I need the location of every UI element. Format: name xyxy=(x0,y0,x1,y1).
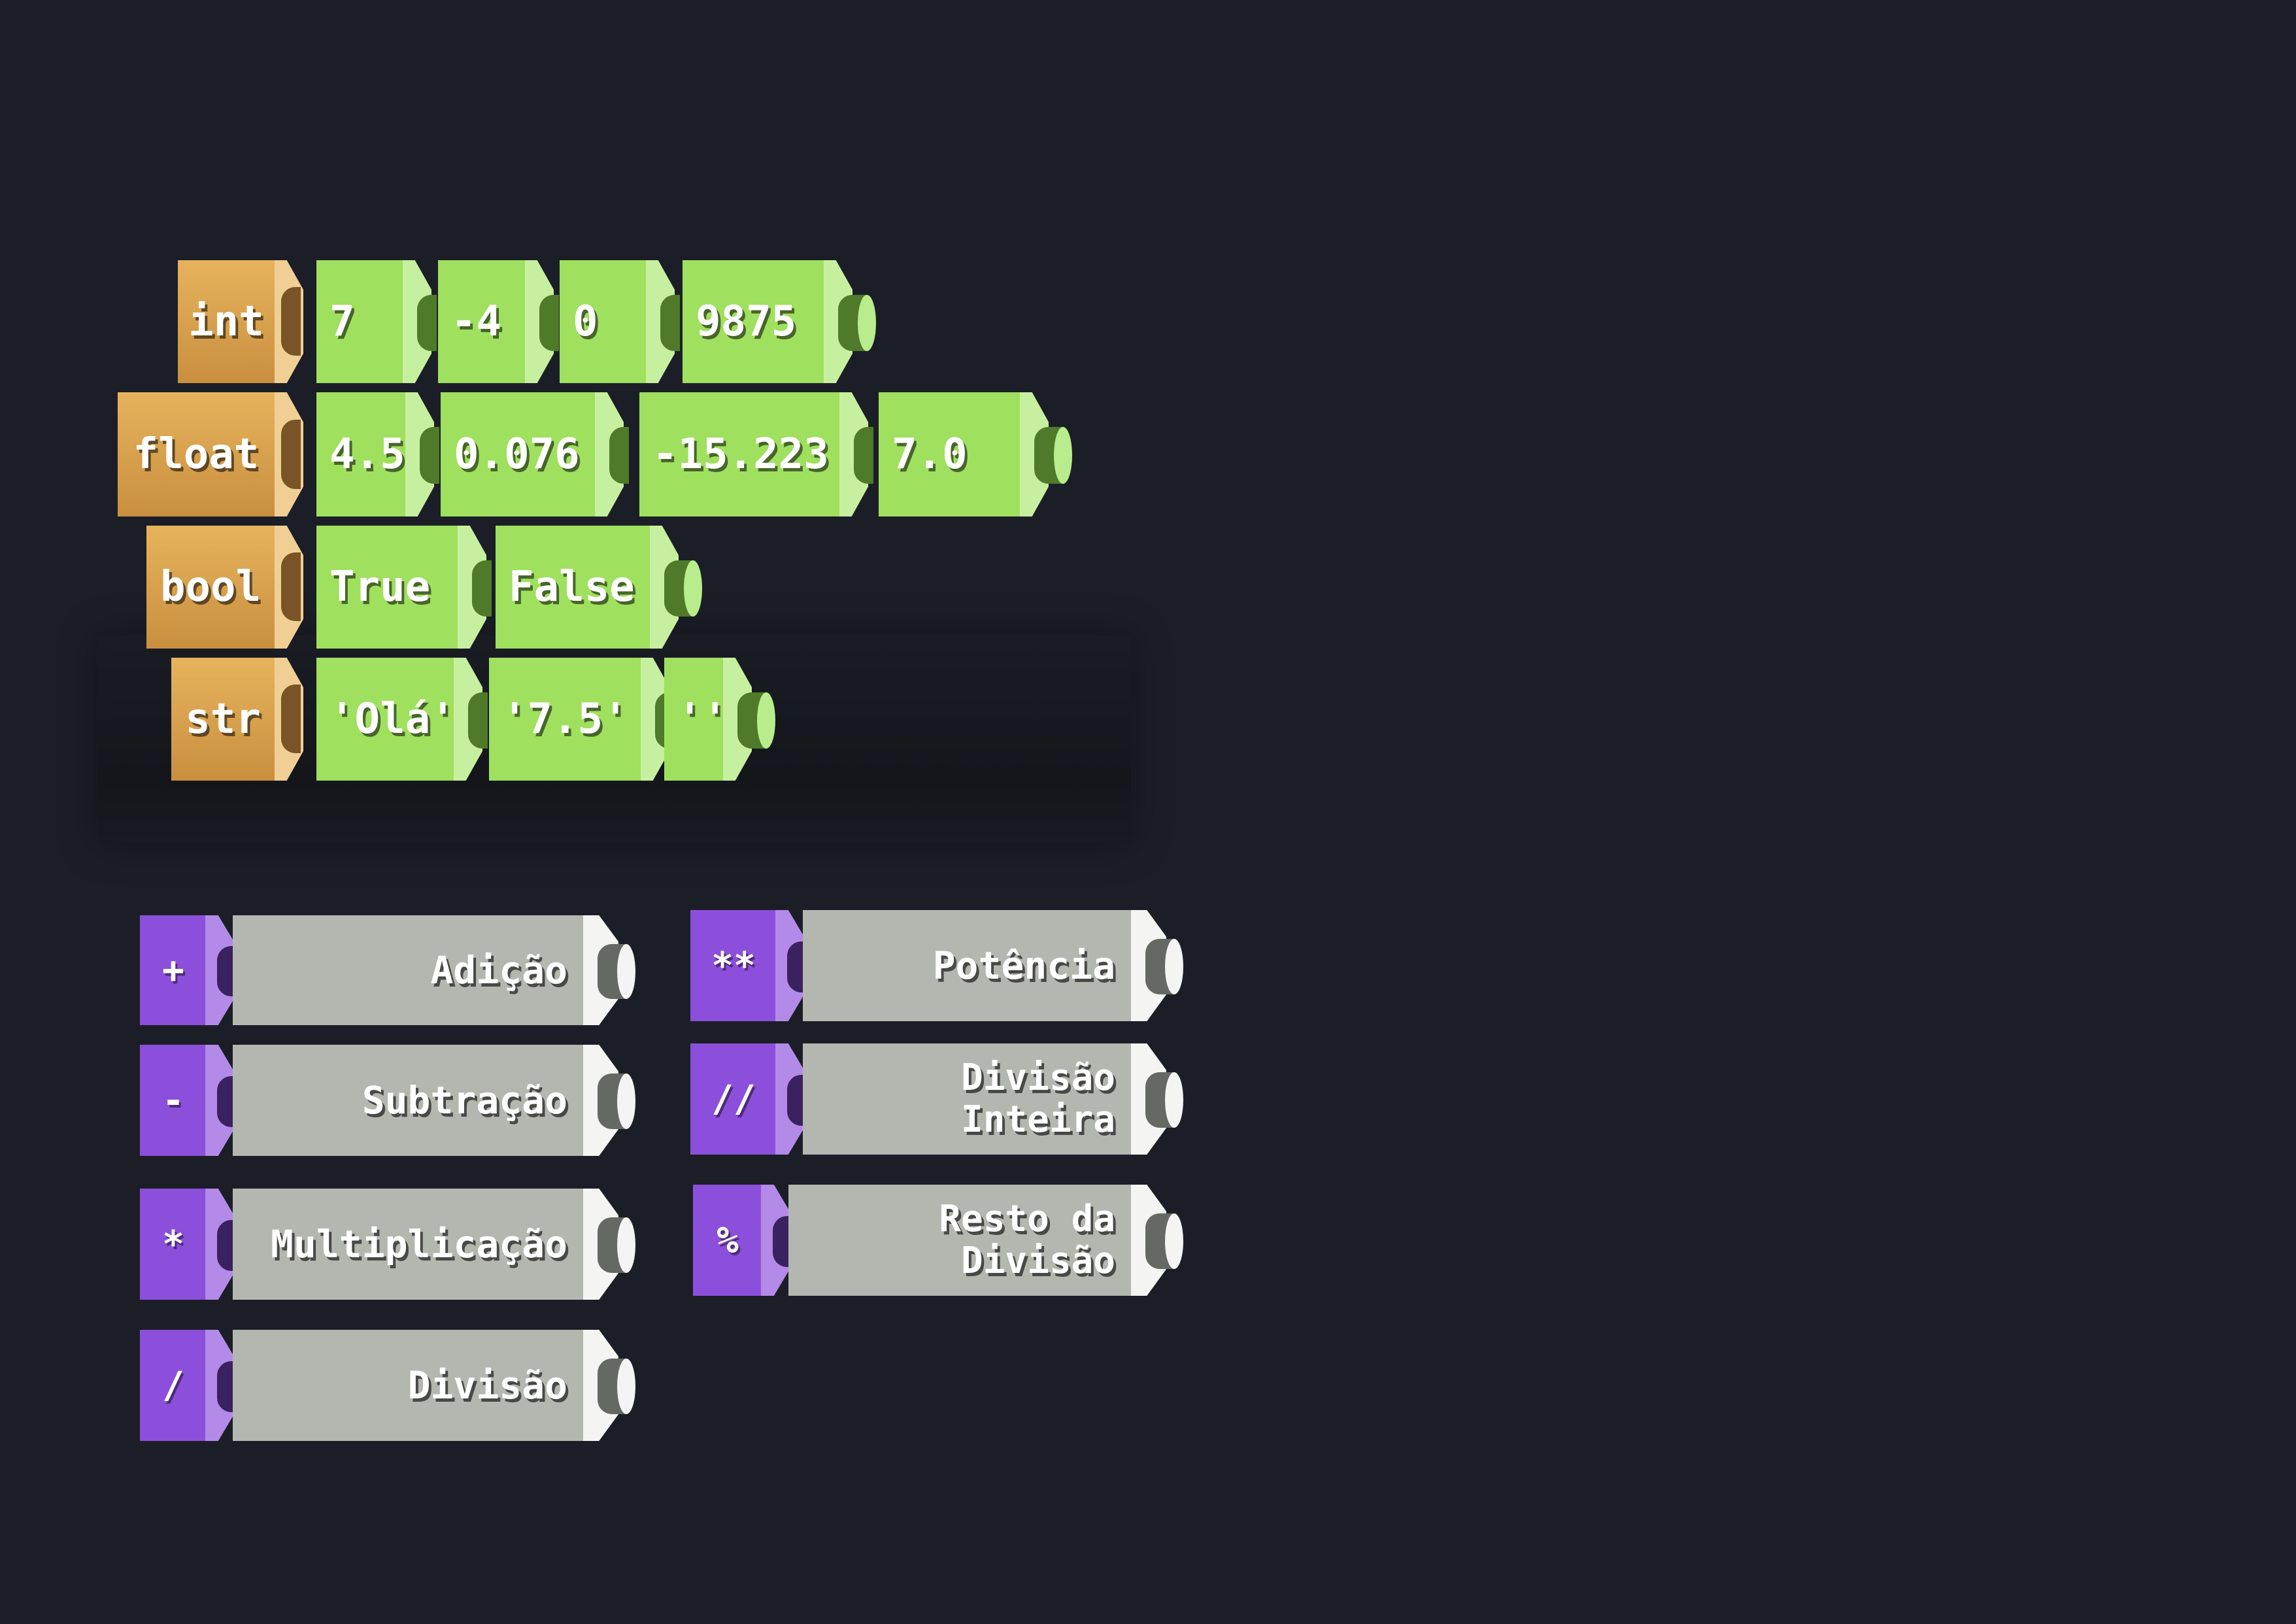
value-block-float-7dot0-connector-peg xyxy=(1054,427,1072,484)
operator-symbol-divisao-inteira: // xyxy=(690,1043,777,1155)
value-block-int-7-label: 7 xyxy=(316,260,403,383)
operator-symbol-socket xyxy=(217,946,235,996)
operator-name-divisao: Divisão xyxy=(233,1330,584,1441)
operator-connector-peg xyxy=(617,1217,635,1273)
operator-block-subtracao[interactable]: -Subtração xyxy=(140,1045,643,1156)
value-block-float-neg15dot223-label: -15.223 xyxy=(639,392,839,516)
value-block-bool-false-connector-peg xyxy=(684,560,702,617)
type-block-int-socket xyxy=(281,287,301,356)
operator-connector-peg xyxy=(1165,939,1183,994)
operator-connector-peg xyxy=(617,1074,635,1129)
operator-block-divisao[interactable]: /Divisão xyxy=(140,1330,643,1441)
value-block-int-0-label: 0 xyxy=(560,260,646,383)
operator-name-divisao-inteira: Divisão Inteira xyxy=(803,1043,1132,1155)
value-block-int-7[interactable]: 7 xyxy=(316,260,452,383)
operator-symbol-resto-da-divisao: % xyxy=(693,1185,762,1296)
type-block-float-label: float xyxy=(118,392,275,516)
value-block-str-7dot5[interactable]: '7.5' xyxy=(489,658,690,781)
value-block-bool-false-label: False xyxy=(496,526,650,649)
type-block-int[interactable]: int xyxy=(178,260,324,383)
operator-symbol-socket xyxy=(787,1075,805,1126)
value-block-int-0[interactable]: 0 xyxy=(560,260,696,383)
operator-block-divisao-inteira[interactable]: //Divisão Inteira xyxy=(690,1043,1191,1155)
operator-block-resto-da-divisao[interactable]: %Resto da Divisão xyxy=(693,1185,1191,1296)
value-block-str-ola-connector-socket xyxy=(468,692,488,749)
value-block-str-empty-connector-peg xyxy=(757,692,775,749)
type-block-str-label: str xyxy=(171,658,275,781)
value-block-float-7dot0-label: 7.0 xyxy=(879,392,1020,516)
value-block-str-ola-label: 'Olá' xyxy=(316,658,456,781)
type-block-str[interactable]: str xyxy=(171,658,324,781)
operator-connector-peg xyxy=(617,1359,635,1414)
value-block-float-0dot076[interactable]: 0.076 xyxy=(441,392,645,516)
type-block-bool[interactable]: bool xyxy=(146,526,324,649)
value-block-bool-true-connector-socket xyxy=(472,560,492,617)
operator-symbol-divisao: / xyxy=(140,1330,207,1441)
type-block-float-socket xyxy=(281,420,301,489)
operator-name-resto-da-divisao: Resto da Divisão xyxy=(788,1185,1132,1296)
value-block-str-empty-label: '' xyxy=(664,658,728,781)
value-block-float-0dot076-connector-socket xyxy=(609,427,629,484)
operator-symbol-potencia: ** xyxy=(690,910,777,1021)
operator-symbol-multiplicacao: * xyxy=(140,1189,207,1300)
value-block-bool-false[interactable]: False xyxy=(496,526,702,649)
operator-symbol-socket xyxy=(217,1361,235,1412)
value-block-int-7-connector-socket xyxy=(417,295,437,351)
value-block-int-neg4[interactable]: -4 xyxy=(438,260,575,383)
value-block-bool-true[interactable]: True xyxy=(316,526,507,649)
operator-name-potencia: Potência xyxy=(803,910,1132,1021)
type-block-str-socket xyxy=(281,685,301,753)
type-block-bool-socket xyxy=(281,552,301,621)
value-block-float-7dot0[interactable]: 7.0 xyxy=(879,392,1072,516)
operator-connector-peg xyxy=(1165,1213,1183,1269)
operator-block-multiplicacao[interactable]: *Multiplicação xyxy=(140,1189,643,1300)
value-block-str-7dot5-label: '7.5' xyxy=(489,658,641,781)
value-block-float-4dot5-connector-socket xyxy=(420,427,439,484)
operator-symbol-socket xyxy=(787,941,805,992)
operator-connector-peg xyxy=(617,944,635,999)
value-block-str-empty[interactable]: '' xyxy=(664,658,775,781)
value-block-float-neg15dot223[interactable]: -15.223 xyxy=(639,392,889,516)
type-block-int-label: int xyxy=(178,260,275,383)
value-block-int-9875[interactable]: 9875 xyxy=(683,260,876,383)
operator-name-multiplicacao: Multiplicação xyxy=(233,1189,584,1300)
value-block-float-0dot076-label: 0.076 xyxy=(441,392,595,516)
operator-symbol-subtracao: - xyxy=(140,1045,207,1156)
operator-block-adicao[interactable]: +Adição xyxy=(140,915,643,1025)
operator-block-potencia[interactable]: **Potência xyxy=(690,910,1191,1021)
operator-symbol-socket xyxy=(217,1220,235,1271)
type-block-float[interactable]: float xyxy=(118,392,324,516)
value-block-int-9875-label: 9875 xyxy=(683,260,824,383)
operator-symbol-socket xyxy=(217,1076,235,1127)
operator-connector-peg xyxy=(1165,1072,1183,1128)
value-block-str-ola[interactable]: 'Olá' xyxy=(316,658,503,781)
value-block-int-0-connector-socket xyxy=(660,295,680,351)
operator-name-subtracao: Subtração xyxy=(233,1045,584,1156)
operator-symbol-adicao: + xyxy=(140,915,207,1025)
value-block-float-neg15dot223-connector-socket xyxy=(854,427,873,484)
value-block-int-neg4-label: -4 xyxy=(438,260,525,383)
value-block-float-4dot5-label: 4.5 xyxy=(316,392,405,516)
operator-symbol-socket xyxy=(773,1216,791,1267)
value-block-float-4dot5[interactable]: 4.5 xyxy=(316,392,455,516)
value-block-int-9875-connector-peg xyxy=(858,295,876,351)
value-block-bool-true-label: True xyxy=(316,526,458,649)
value-block-int-neg4-connector-socket xyxy=(539,295,559,351)
type-block-bool-label: bool xyxy=(146,526,275,649)
operator-name-adicao: Adição xyxy=(233,915,584,1025)
